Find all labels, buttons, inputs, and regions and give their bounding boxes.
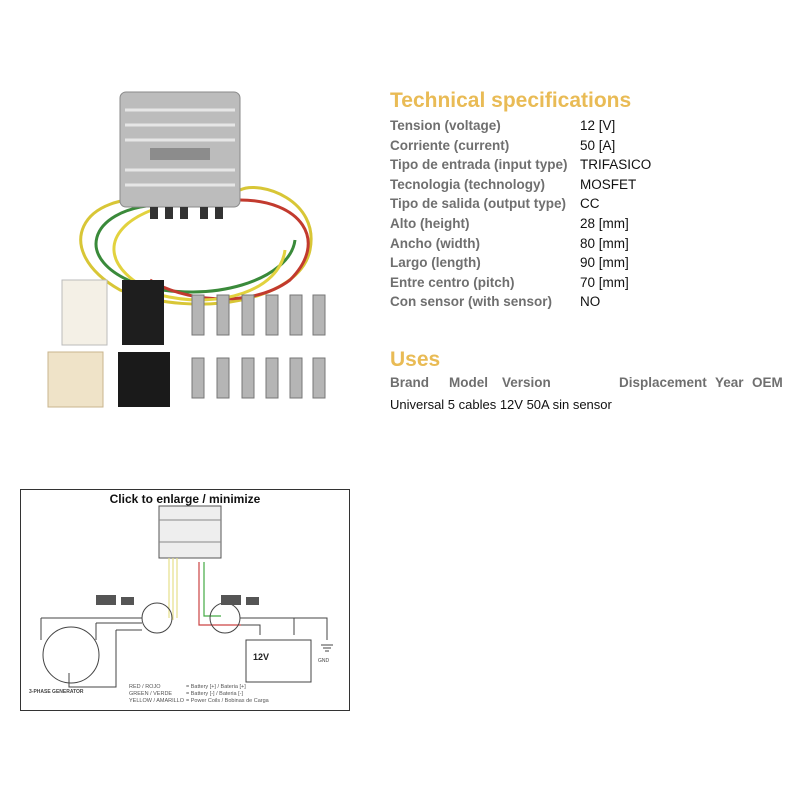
spec-label: Tecnologia (technology)	[390, 176, 545, 192]
spec-value: NO	[580, 294, 601, 310]
uses-header-brand: Brand	[390, 375, 430, 390]
legend-wire-yellow: YELLOW / AMARILLO	[129, 698, 185, 704]
legend-wire-red: RED / ROJO	[129, 684, 161, 690]
legend-wire-green: GREEN / VERDE	[129, 691, 173, 697]
spec-label: Tipo de entrada (input type)	[390, 157, 568, 173]
uses-header-oem: OEM	[752, 375, 783, 390]
wiring-schematic: 12V GND 3-PHASE GENERATOR	[29, 505, 333, 695]
specs-title: Technical specifications	[390, 89, 632, 112]
spec-label: Ancho (width)	[390, 235, 480, 251]
uses-row: Universal 5 cables 12V 50A sin sensor	[390, 397, 612, 412]
spec-value: 70 [mm]	[580, 274, 629, 290]
spec-label: Con sensor (with sensor)	[390, 294, 553, 310]
spec-value: MOSFET	[580, 176, 637, 192]
uses-title: Uses	[390, 348, 441, 371]
spec-label: Alto (height)	[390, 216, 470, 231]
gnd-label: GND	[318, 658, 330, 664]
uses-header-displacement: Displacement	[619, 375, 707, 390]
wiring-diagram[interactable]: Click to enlarge / minimize 12V GND 3-PH…	[20, 489, 350, 711]
generator-label: 3-PHASE GENERATOR	[29, 689, 84, 695]
spec-label: Corriente (current)	[390, 137, 510, 153]
spec-label: Tension (voltage)	[390, 118, 501, 133]
battery-label: 12V	[253, 652, 269, 662]
spec-label: Tipo de salida (output type)	[390, 196, 567, 212]
spec-label: Largo (length)	[390, 255, 481, 271]
spec-value: CC	[580, 196, 600, 212]
product-photo	[47, 91, 326, 408]
uses-header-model: Model	[449, 375, 488, 390]
uses-header-version: Version	[502, 375, 551, 390]
uses-header-year: Year	[715, 375, 744, 390]
spec-value: 28 [mm]	[580, 216, 629, 231]
legend-meaning-yellow: = Power Coils / Bobinas de Carga	[186, 698, 269, 704]
spec-value: 12 [V]	[580, 118, 616, 133]
legend-meaning-green: = Battery [-] / Bateria [-]	[186, 691, 244, 697]
spec-value: 90 [mm]	[580, 255, 629, 271]
diagram-enlarge-link[interactable]: Click to enlarge / minimize	[109, 492, 261, 506]
spec-label: Entre centro (pitch)	[390, 274, 515, 290]
legend-meaning-red: = Battery [+] / Bateria [+]	[186, 684, 246, 690]
spec-value: 80 [mm]	[580, 235, 629, 251]
spec-value: TRIFASICO	[580, 157, 652, 173]
spec-value: 50 [A]	[580, 137, 616, 153]
